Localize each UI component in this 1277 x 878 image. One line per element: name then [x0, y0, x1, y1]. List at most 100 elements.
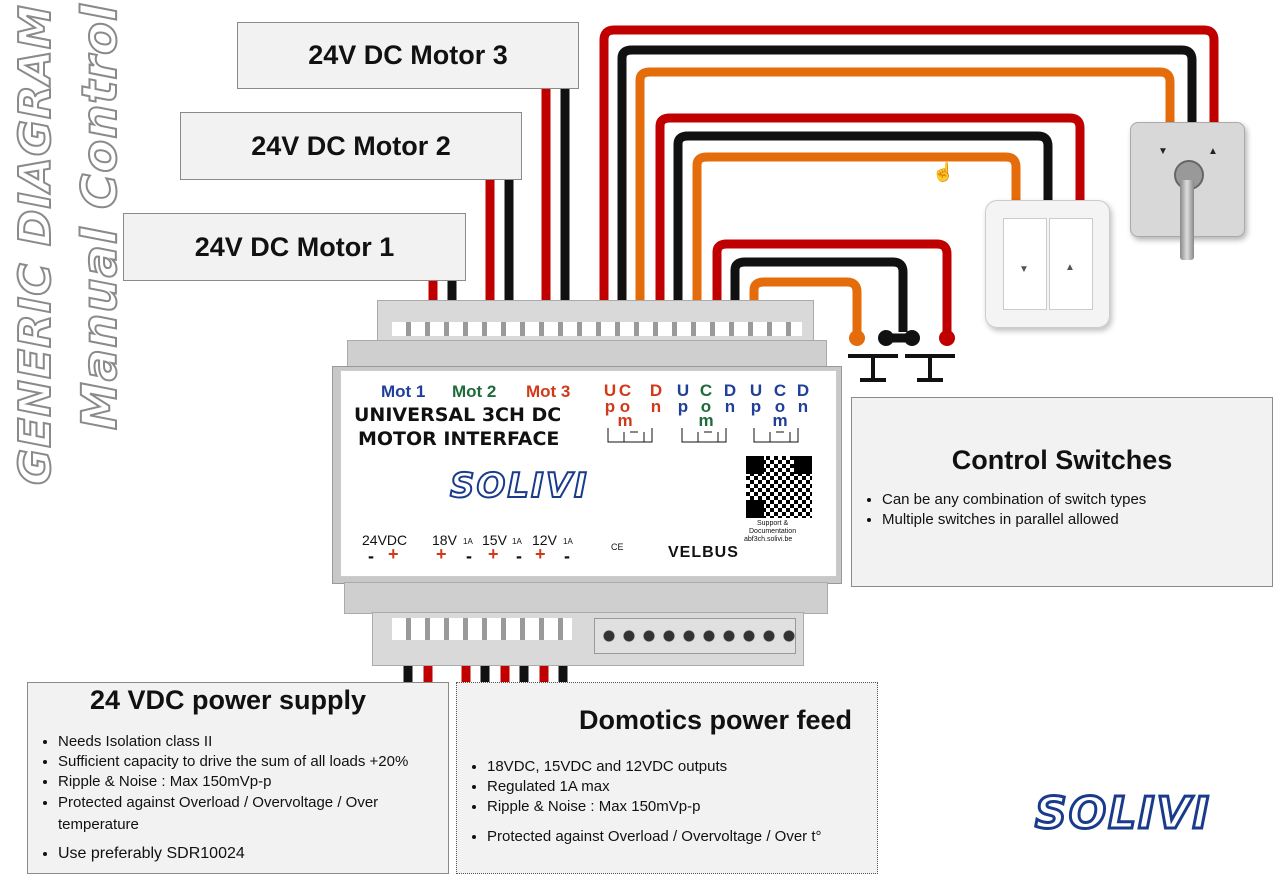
pushbutton-black-wire [730, 257, 908, 332]
bottom-terminal-sockets [392, 618, 572, 640]
label-18v: 18V [432, 532, 457, 548]
in3-letter-u: U [749, 381, 763, 400]
down-arrow-icon: ▼ [1019, 264, 1029, 275]
sign-12v-minus: - [564, 546, 570, 566]
in3-letter-c: C [773, 381, 787, 400]
wallswitch-black-wire [673, 131, 1053, 310]
wallswitch-red-wire [655, 113, 1085, 310]
motor1-box: 24V DC Motor 1 [123, 213, 466, 281]
module-shoulder-bottom [344, 582, 828, 614]
list-item: Regulated 1A max [487, 777, 822, 797]
in1-letter-m: m [617, 411, 633, 430]
bus-label: VELBUS [668, 544, 739, 561]
motor-interface-module: Mot 1 Mot 2 Mot 3 UNIVERSAL 3CH DC MOTOR… [332, 300, 842, 670]
in3-letter-m: m [772, 411, 788, 430]
sign-24v-plus: + [388, 544, 399, 564]
sign-15v-plus: + [488, 544, 499, 564]
device-name-line1: UNIVERSAL 3CH DC [354, 404, 562, 426]
keyswitch-orange-wire [635, 67, 1175, 310]
in1-letter-n: n [650, 397, 662, 416]
in2-letter-n: n [724, 397, 736, 416]
in3-letter-d: D [796, 381, 810, 400]
power-supply-title: 24 VDC power supply [89, 685, 367, 715]
in2-letter-p: p [677, 397, 689, 416]
in2-letter-c: C [699, 381, 713, 400]
motor1-label: 24V DC Motor 1 [194, 231, 395, 262]
in1-letter-u: U [603, 381, 617, 400]
domotics-title: Domotics power feed [579, 705, 853, 735]
pushbutton-symbols [848, 330, 955, 382]
key-switch-up-icon: ▲ [1208, 146, 1218, 157]
key-icon [1180, 180, 1194, 260]
list-item: Can be any combination of switch types [882, 490, 1272, 510]
input-switch-symbols [607, 428, 799, 443]
channel-mot3: Mot 3 [526, 382, 571, 401]
motor3-label: 24V DC Motor 3 [308, 40, 508, 70]
keyswitch-red-wire [599, 25, 1219, 310]
module-brand: SOLIVI [449, 465, 589, 507]
label-12v-current: 1A [563, 537, 573, 546]
list-item: Multiple switches in parallel allowed [882, 510, 1272, 530]
keyswitch-black-wire [617, 45, 1197, 310]
in2-letter-m: m [698, 411, 714, 430]
key-cylinder [1174, 160, 1204, 190]
list-item: Use preferably SDR10024 [58, 844, 448, 864]
in2-letter-o: o [700, 397, 712, 416]
sign-12v-plus: + [535, 544, 546, 564]
ce-mark: CE [611, 542, 624, 552]
wall-switch-rocker-left [1003, 218, 1047, 310]
qr-caption-3: abf3ch.solivi.be [744, 536, 793, 543]
solivi-logo: SOLIVI [1034, 787, 1211, 841]
list-item: Needs Isolation class II [58, 732, 448, 752]
module-shoulder-top [347, 340, 827, 368]
channel-mot2: Mot 2 [452, 382, 497, 401]
list-item: Ripple & Noise : Max 150mVp-p [58, 772, 448, 792]
label-15v: 15V [482, 532, 507, 548]
label-18v-current: 1A [463, 537, 473, 546]
list-item: 18VDC, 15VDC and 12VDC outputs [487, 757, 822, 777]
wallswitch-orange-wire [692, 152, 1021, 310]
list-item: Protected against Overload / Overvoltage… [487, 827, 822, 847]
top-terminal-sockets [392, 322, 802, 336]
qr-code [744, 454, 814, 520]
pushbutton-orange-wire [749, 277, 862, 332]
in1-letter-c: C [618, 381, 632, 400]
power-supply-list: Needs Isolation class II Sufficient capa… [28, 732, 448, 864]
sign-24v-minus: - [368, 546, 374, 566]
control-switches-list: Can be any combination of switch types M… [852, 490, 1272, 530]
list-item: Sufficient capacity to drive the sum of … [58, 752, 448, 772]
label-24vdc: 24VDC [362, 532, 408, 548]
velbus-connector [594, 618, 796, 654]
in2-letter-d: D [723, 381, 737, 400]
channel-mot1: Mot 1 [381, 382, 426, 401]
key-switch: ▼ ▲ [1130, 122, 1245, 260]
in2-letter-u: U [676, 381, 690, 400]
motor2-box: 24V DC Motor 2 [180, 112, 522, 180]
qr-caption-1: Support & [757, 520, 789, 527]
control-switches-title: Control Switches [951, 445, 1173, 475]
in3-letter-p: p [750, 397, 762, 416]
list-item: Protected against Overload / Overvoltage… [58, 792, 448, 836]
domotics-list: 18VDC, 15VDC and 12VDC outputs Regulated… [457, 757, 822, 847]
motor2-label: 24V DC Motor 2 [251, 130, 451, 161]
sign-18v-minus: - [466, 546, 472, 566]
list-item: Ripple & Noise : Max 150mVp-p [487, 797, 822, 817]
in1-letter-o: o [619, 397, 631, 416]
sign-15v-minus: - [516, 546, 522, 566]
motor3-box: 24V DC Motor 3 [237, 22, 579, 89]
qr-caption-2: Documentation [749, 528, 797, 535]
pushbutton-red-wire [712, 239, 952, 332]
power-supply-panel: 24 VDC power supply Needs Isolation clas… [27, 682, 449, 874]
key-switch-down-icon: ▼ [1158, 146, 1168, 157]
hand-cursor-icon: ☝ [932, 162, 955, 182]
wall-switch-rocker-right [1049, 218, 1093, 310]
in1-letter-p: p [604, 397, 616, 416]
in3-letter-o: o [774, 397, 786, 416]
up-arrow-icon: ▲ [1065, 262, 1075, 273]
wall-switch: ▼ ▲ [985, 200, 1110, 328]
domotics-panel: Domotics power feed 18VDC, 15VDC and 12V… [456, 682, 878, 874]
in3-letter-n: n [797, 397, 809, 416]
label-15v-current: 1A [512, 537, 522, 546]
device-name-line2: MOTOR INTERFACE [358, 428, 560, 450]
